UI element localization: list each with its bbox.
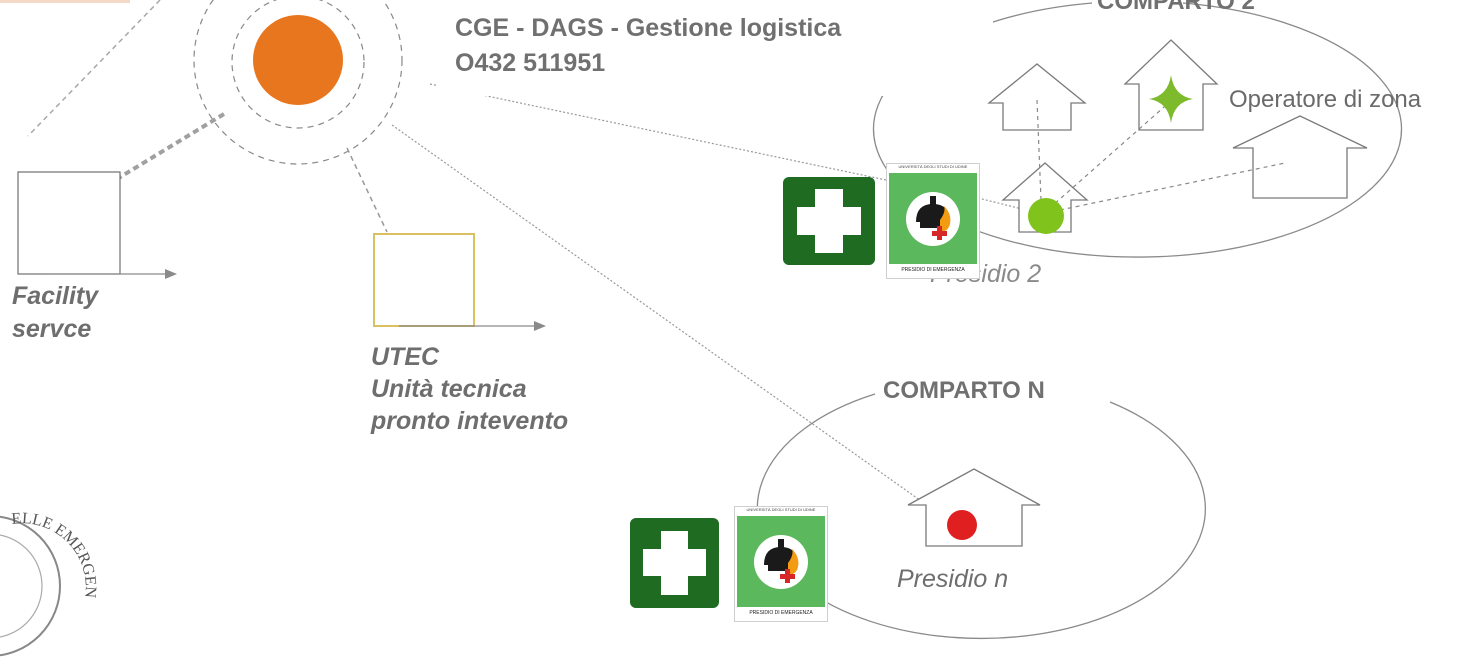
seal-outer-ring xyxy=(0,515,61,657)
house-icon xyxy=(1232,115,1368,199)
top-left-fragment xyxy=(0,0,130,3)
connector-facility xyxy=(110,112,226,184)
facility-label-line-1: Facility xyxy=(12,282,99,310)
emergency-card-title: PRESIDIO DI EMERGENZA xyxy=(901,267,965,273)
first-aid-cross-horizontal xyxy=(643,549,706,576)
header-title-line-1: CGE - DAGS - Gestione logistica xyxy=(455,14,842,42)
emergency-card-presidio-n: UNIVERSITÀ DEGLI STUDI DI UDINE PRESIDIO… xyxy=(734,506,828,622)
hub-inner-ring xyxy=(231,0,365,129)
firefighter-helmet-icon xyxy=(906,191,960,246)
connector-utec xyxy=(346,147,388,233)
facility-label-line-2: servce xyxy=(12,315,92,343)
emergency-card-header: UNIVERSITÀ DEGLI STUDI DI UDINE xyxy=(898,164,968,169)
house-icon xyxy=(987,63,1087,131)
connector-top-left xyxy=(27,0,161,137)
operator-star-icon xyxy=(1149,75,1193,123)
house-icon xyxy=(907,468,1041,547)
hub-orange-dot xyxy=(253,15,343,105)
header-box: CGE - DAGS - Gestione logistica O432 511… xyxy=(437,0,993,96)
first-aid-icon xyxy=(630,518,719,608)
header-title-line-2: O432 511951 xyxy=(455,49,606,77)
presidio-n-dot xyxy=(947,510,977,540)
house-icon xyxy=(1001,162,1089,233)
emergency-card-green-panel xyxy=(737,516,825,607)
emergency-card-title: PRESIDIO DI EMERGENZA xyxy=(749,610,813,616)
emergency-card-presidio-2: UNIVERSITÀ DEGLI STUDI DI UDINE PRESIDIO… xyxy=(886,163,980,279)
firefighter-helmet-icon xyxy=(754,534,808,589)
link-house-to-presidio xyxy=(1036,99,1042,201)
comparto-n-ellipse xyxy=(756,393,1206,640)
first-aid-icon xyxy=(783,177,875,265)
comparto-n-label: COMPARTO N xyxy=(883,377,1045,404)
connector-card-presidio-2 xyxy=(977,197,1027,211)
facility-arrow-head xyxy=(165,269,177,279)
utec-label-line-2: Unità tecnica xyxy=(371,375,527,403)
utec-label-line-3: pronto intevento xyxy=(371,407,569,435)
operatore-label: Operatore di zona xyxy=(1229,86,1422,113)
presidio-n-label: Presidio n xyxy=(897,565,1009,593)
presidio-2-dot xyxy=(1028,198,1064,234)
connector-presidio-2 xyxy=(429,83,887,181)
seal-text: ELLE EMERGEN xyxy=(11,510,99,599)
comparto-2-label: COMPARTO 2 xyxy=(1097,0,1255,15)
facility-box xyxy=(17,171,121,275)
first-aid-cross-horizontal xyxy=(797,207,861,235)
link-presidio-to-house xyxy=(1059,162,1286,211)
seal-inner-ring xyxy=(0,534,43,638)
utec-arrow-head xyxy=(534,321,546,331)
utec-label-line-1: UTEC xyxy=(371,343,440,371)
emergency-card-header: UNIVERSITÀ DEGLI STUDI DI UDINE xyxy=(746,507,816,512)
hub-outer-ring xyxy=(193,0,403,165)
utec-box xyxy=(373,233,475,327)
link-operator-to-presidio xyxy=(1051,99,1173,207)
emergency-card-green-panel xyxy=(889,173,977,264)
